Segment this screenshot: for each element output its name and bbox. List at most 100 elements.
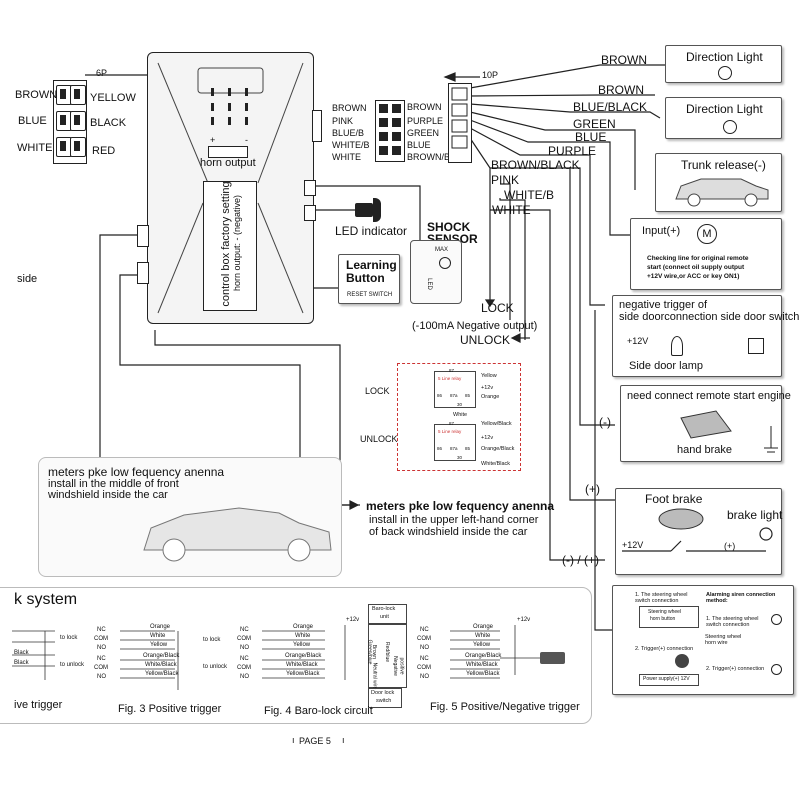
led-head [373, 198, 381, 222]
control-box: + - horn output control box factory sett… [147, 52, 314, 324]
fig3-wire: Yellow [150, 642, 168, 648]
fig3-to-lock: to lock [203, 637, 221, 643]
brake-light-label: brake light [727, 508, 783, 522]
sensor-knob-icon[interactable] [439, 257, 451, 269]
siren-horn-wire-2: horn wire [705, 640, 728, 646]
lock-label: LOCK [481, 301, 514, 315]
relay-pin: 85 [465, 446, 471, 451]
door-trigger-line1: negative trigger of [619, 299, 708, 311]
harness-wire-label: BROWN [601, 53, 647, 67]
relay-pin: 87a [450, 446, 458, 451]
setting-label-box: control box factory setting horn output:… [203, 181, 257, 311]
siren-opt1-line1: 1. The steering wheel [635, 592, 688, 598]
fig4-wire: White/Black [286, 662, 318, 668]
learning-line1: Learning [346, 258, 397, 272]
fig3-wire: White/Black [145, 662, 177, 668]
option-2-radio[interactable] [771, 664, 782, 675]
relay-pin: 86 [437, 393, 443, 398]
terminal: COM [94, 636, 108, 642]
wire-label: WHITE [17, 142, 53, 154]
wire-label: PURPLE [407, 116, 444, 126]
relay-pin: 30 [457, 402, 463, 407]
alarm-siren-panel: 1. The steering wheel switch connection … [612, 585, 794, 695]
led-icon [355, 203, 373, 217]
terminal: NC [240, 656, 249, 662]
wire-label: BROWN [332, 103, 367, 113]
siren-right-opt2: 2. Trigger(+) connection [706, 666, 765, 672]
steering-wheel-box: Steering wheel horn button [639, 606, 699, 628]
terminal: NC [420, 627, 429, 633]
fig5-wire: Yellow/Black [466, 671, 500, 677]
direction-light-panel-1: Direction Light [665, 45, 782, 83]
terminal: COM [94, 665, 108, 671]
relay-title: 5 Line relay [438, 429, 462, 434]
wire-label: BLUE [407, 140, 431, 150]
learning-button-box[interactable]: Learning Button RESET SWITCH [338, 254, 400, 304]
terminal: COM [237, 636, 251, 642]
fig3-wire: Orange [150, 624, 171, 630]
harness-wire-label: PURPLE [548, 144, 597, 158]
fig4-wire: White [295, 633, 311, 639]
terminal: NO [240, 674, 249, 680]
trunk-release-panel: Trunk release(-) [655, 153, 782, 212]
terminal: NC [97, 656, 106, 662]
option-1-radio[interactable] [771, 614, 782, 625]
left-caption: ive trigger [14, 699, 63, 711]
fig4-caption: Fig. 4 Baro-lock circuit [264, 705, 373, 717]
harness-wire-label: WHITE [492, 203, 531, 217]
input-note-2: start (connect oil supply output [647, 264, 745, 271]
trunk-release-label: Trunk release(-) [681, 158, 766, 172]
terminal: NO [420, 674, 429, 680]
shock-sensor: MAX LED [410, 240, 462, 304]
relay-pin: 87 [449, 368, 455, 373]
harness-wire-label: BROWN/BLACK [491, 158, 580, 172]
relay-pin: 87a [450, 393, 458, 398]
input-note-3: +12V wire,or ACC or key ON1) [647, 273, 740, 280]
wire-label: PINK [332, 116, 354, 126]
input-label: Input(+) [642, 225, 681, 237]
baro-wire-box: Green/blue Brown Red/blue Negative posit… [366, 624, 407, 689]
relay-wire: Yellow/Black [481, 421, 512, 427]
relay-pin: 85 [465, 393, 471, 398]
terminal: NC [240, 627, 249, 633]
direction-light-panel-2: Direction Light [665, 97, 782, 139]
relay-wire: Orange/Black [481, 446, 515, 452]
terminal: NO [97, 645, 106, 651]
baro-lock-unit: Baro-lock unit [368, 604, 407, 624]
fig3-wire: Yellow/Black [145, 671, 179, 677]
terminal: COM [237, 665, 251, 671]
side-port [137, 225, 149, 247]
connector-10p-label: 10P [482, 70, 499, 80]
relay-pin: 86 [437, 446, 443, 451]
relay-unlock: 5 Line relay 87 86 87a 85 30 [434, 421, 476, 461]
fig3-wire: White [150, 633, 166, 639]
wire-label: GREEN [407, 128, 440, 138]
relay-unlock-label: UNLOCK [360, 434, 398, 444]
wire-label: BLUE/B [332, 128, 365, 138]
hand-brake-icon [680, 410, 778, 453]
terminal: NC [97, 627, 106, 633]
foot-brake-panel: Foot brake brake light +12V (+) [615, 488, 782, 575]
fig5-wire: Orange/Black [465, 653, 502, 659]
side-port [312, 110, 322, 142]
relay-wire: White/Black [481, 461, 511, 467]
harness-wire-label: BLUE [575, 130, 607, 144]
steering-box-line2: horn button [650, 616, 676, 622]
fig4-wire: Orange/Black [285, 653, 322, 659]
relay-lock-label: LOCK [365, 386, 390, 396]
fig4-wire: Yellow/Black [286, 671, 320, 677]
relay-lock: 5 Line relay 87 86 87a 85 30 [434, 368, 476, 408]
terminal: NC [420, 656, 429, 662]
siren-opt1-line2: switch connection [635, 598, 679, 604]
side-port [304, 205, 316, 221]
antenna-1-title: meters pke low fequency anenna [48, 465, 225, 479]
door-lock-switch: Door lock switch [368, 688, 402, 708]
siren-opt2: 2. Trigger(+) connection [635, 646, 694, 652]
reset-switch-label: RESET SWITCH [347, 292, 393, 298]
relay-wire: White [453, 412, 468, 418]
connector-6p [53, 80, 87, 164]
siren-right-opt1-2: switch connection [706, 622, 750, 628]
left-wire: Black [14, 650, 29, 656]
baro-vlabel: positive [398, 657, 405, 675]
